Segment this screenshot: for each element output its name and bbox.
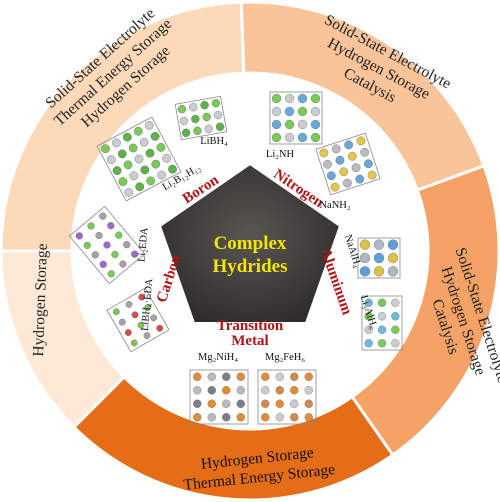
- element-label-metal: Metal: [231, 333, 268, 349]
- formula-mg2feh6: Mg₂FeH₆: [265, 352, 305, 363]
- formula-li2eda: Li₂EDA: [137, 227, 151, 263]
- crystal-libh4: [174, 95, 228, 141]
- crystal-libh4-eda: [106, 287, 170, 353]
- formula-libh4-eda: LiBH₄·EDA: [140, 278, 156, 332]
- element-label-transition: Transition: [217, 318, 284, 334]
- crystal-li2b12h12: [96, 116, 182, 202]
- formula-mg2nih4: Mg₂NiH₄: [198, 352, 238, 363]
- formula-nanh2: NaNH₂: [319, 200, 350, 211]
- center-title-line2: Hydrides: [213, 256, 288, 277]
- ring-label-left: Hydrogen Storage: [30, 243, 51, 357]
- crystal-mg2nih4: [189, 369, 249, 425]
- crystal-naalh4: [357, 237, 401, 279]
- crystal-mg2feh6: [257, 369, 317, 425]
- formula-libh4: LiBH₄: [200, 136, 228, 147]
- crystal-li3alh6: [361, 295, 403, 351]
- center-title-line1: Complex: [214, 233, 287, 254]
- formula-li2nh: Li₂NH: [266, 149, 295, 160]
- crystal-li2eda: [68, 205, 146, 285]
- crystal-li2nh: [269, 91, 323, 145]
- crystal-structures: [68, 91, 403, 425]
- center-pentagon: [158, 162, 342, 324]
- crystal-nanh2: [315, 132, 381, 196]
- ring-label-left-line1: Hydrogen Storage: [30, 243, 51, 357]
